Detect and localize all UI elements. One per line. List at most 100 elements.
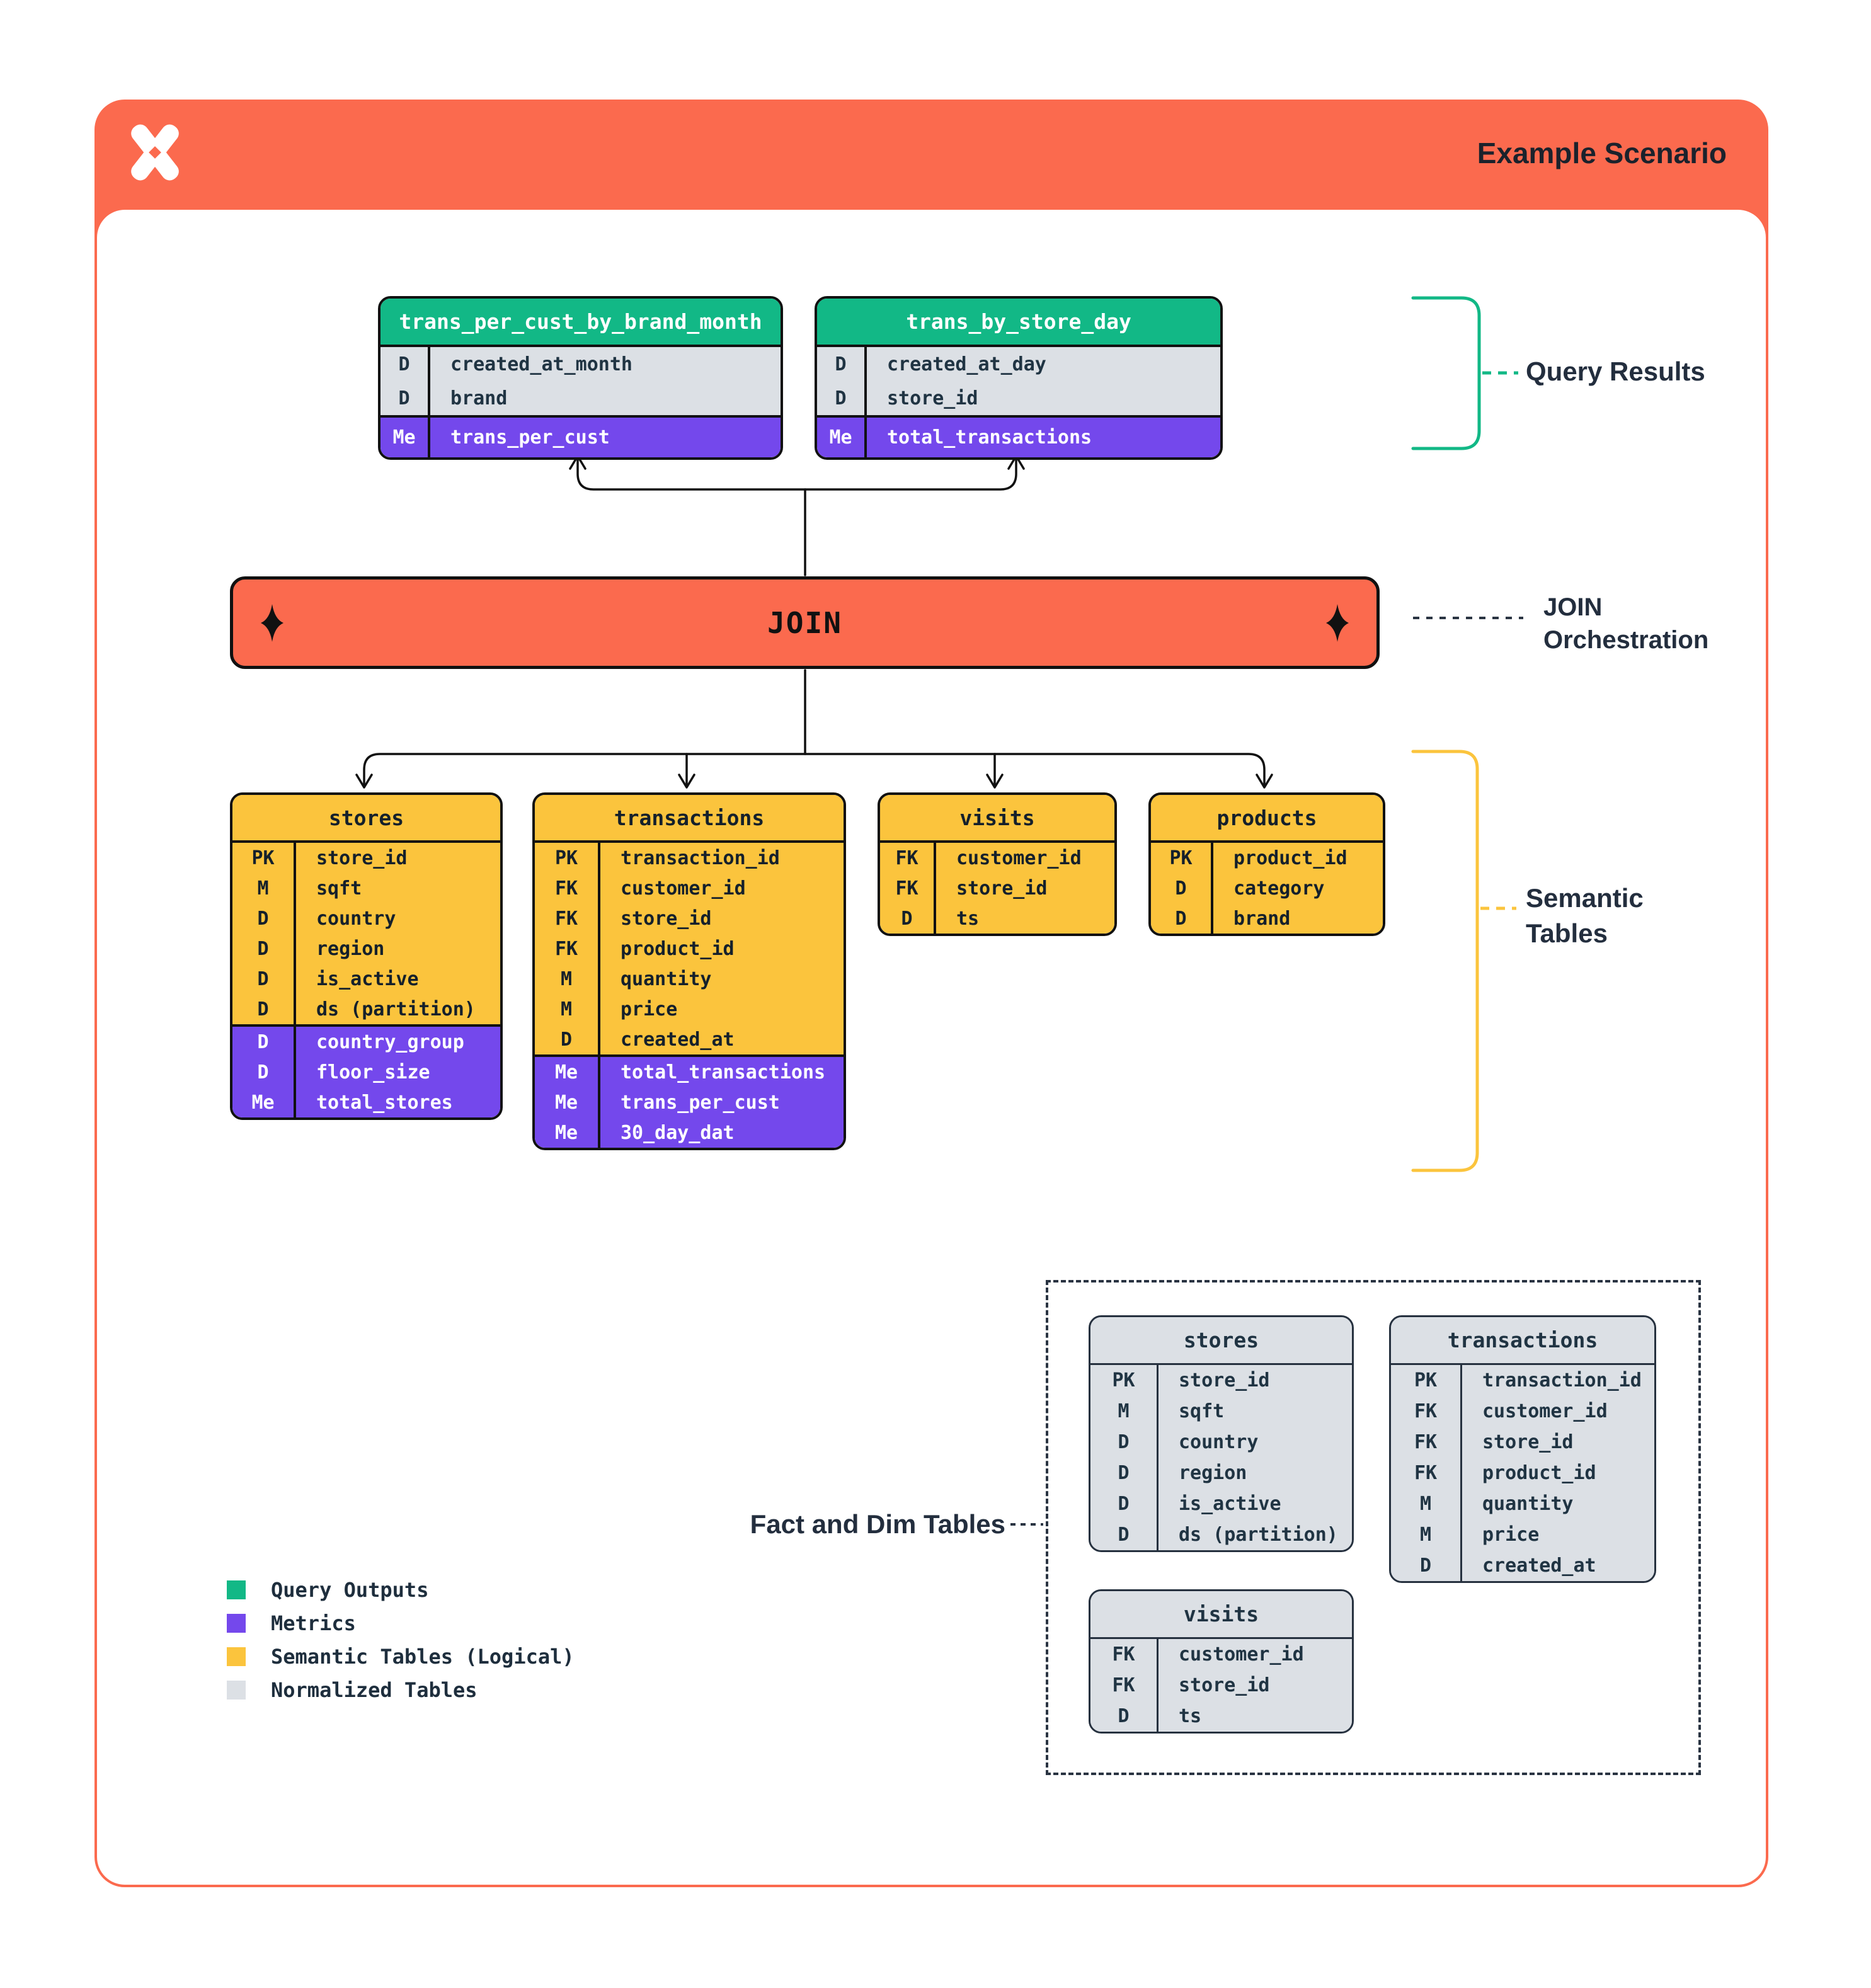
column-name: is_active — [1179, 1493, 1281, 1515]
column-key-badge: FK — [880, 843, 936, 873]
column-name: is_active — [316, 968, 419, 990]
column-name: sqft — [316, 877, 362, 900]
column-name: quantity — [621, 968, 712, 990]
column-name: ts — [956, 907, 980, 930]
table-section: Me total_transactions — [817, 415, 1220, 457]
column-key-badge: FK — [535, 873, 600, 903]
column-key-badge: D — [232, 934, 296, 964]
join-orchestration-label-line1: JOIN — [1543, 593, 1603, 621]
table-title: stores — [232, 795, 500, 840]
table-title: trans_by_store_day — [817, 299, 1220, 345]
fact-dim-tables-box — [1046, 1280, 1701, 1775]
column-name: store_id — [887, 387, 978, 409]
column-key-badge: D — [1391, 1550, 1462, 1581]
column-name: ts — [1179, 1705, 1202, 1727]
column-name: created_at — [621, 1028, 735, 1051]
column-name: floor_size — [316, 1061, 430, 1083]
column-name: ds (partition) — [1179, 1524, 1338, 1546]
column-name: product_id — [621, 937, 735, 960]
join-orchestration-label: JOIN Orchestration — [1543, 591, 1708, 656]
table-title: stores — [1090, 1317, 1352, 1363]
legend-swatch-normalized-tables — [227, 1681, 246, 1700]
table-title: visits — [1090, 1591, 1352, 1637]
column-key-badge: FK — [1391, 1458, 1462, 1488]
column-key-badge: Me — [380, 418, 430, 457]
column-key-badge: D — [1090, 1427, 1159, 1458]
column-name: total_transactions — [887, 426, 1092, 448]
column-key-badge: FK — [1090, 1670, 1159, 1701]
column-key-badge: D — [232, 994, 296, 1024]
legend-item-normalized-tables: Normalized Tables — [227, 1678, 575, 1702]
column-key-badge: FK — [535, 903, 600, 934]
column-name: store_id — [1179, 1369, 1270, 1391]
column-key-badge: PK — [535, 843, 600, 873]
column-key-badge: D — [535, 1024, 600, 1054]
column-key-badge: M — [1090, 1396, 1159, 1427]
column-name: transaction_id — [621, 847, 780, 869]
column-name: product_id — [1233, 847, 1347, 869]
semantic-tables-label: Semantic Tables — [1526, 881, 1644, 951]
column-key-badge: PK — [1151, 843, 1213, 873]
legend-item-query-outputs: Query Outputs — [227, 1578, 575, 1602]
column-name: country — [1179, 1431, 1259, 1453]
semantic-tables-label-line1: Semantic — [1526, 883, 1644, 913]
legend-item-metrics: Metrics — [227, 1611, 575, 1635]
column-name: ds (partition) — [316, 998, 476, 1020]
column-key-badge: D — [817, 347, 867, 381]
column-key-badge: D — [380, 347, 430, 381]
column-key-badge: PK — [232, 843, 296, 873]
column-name: store_id — [1482, 1431, 1574, 1453]
column-key-badge: D — [880, 903, 936, 934]
column-key-badge: M — [535, 964, 600, 994]
column-key-badge: D — [1090, 1701, 1159, 1732]
column-name: store_id — [1179, 1674, 1270, 1696]
column-key-badge: D — [232, 964, 296, 994]
legend: Query Outputs Metrics Semantic Tables (L… — [227, 1578, 575, 1713]
table-title: trans_per_cust_by_brand_month — [380, 299, 781, 345]
column-key-badge: D — [1090, 1458, 1159, 1488]
column-name: store_id — [621, 907, 712, 930]
table-title: products — [1151, 795, 1383, 840]
column-name: category — [1233, 877, 1325, 900]
legend-swatch-semantic-tables — [227, 1647, 246, 1666]
pinwheel-x-logo-icon — [125, 118, 185, 189]
legend-item-semantic-tables: Semantic Tables (Logical) — [227, 1645, 575, 1669]
column-key-badge: FK — [1391, 1396, 1462, 1427]
column-name: 30_day_dat — [621, 1121, 735, 1144]
column-name: total_transactions — [621, 1061, 826, 1083]
column-key-badge: Me — [817, 418, 867, 457]
